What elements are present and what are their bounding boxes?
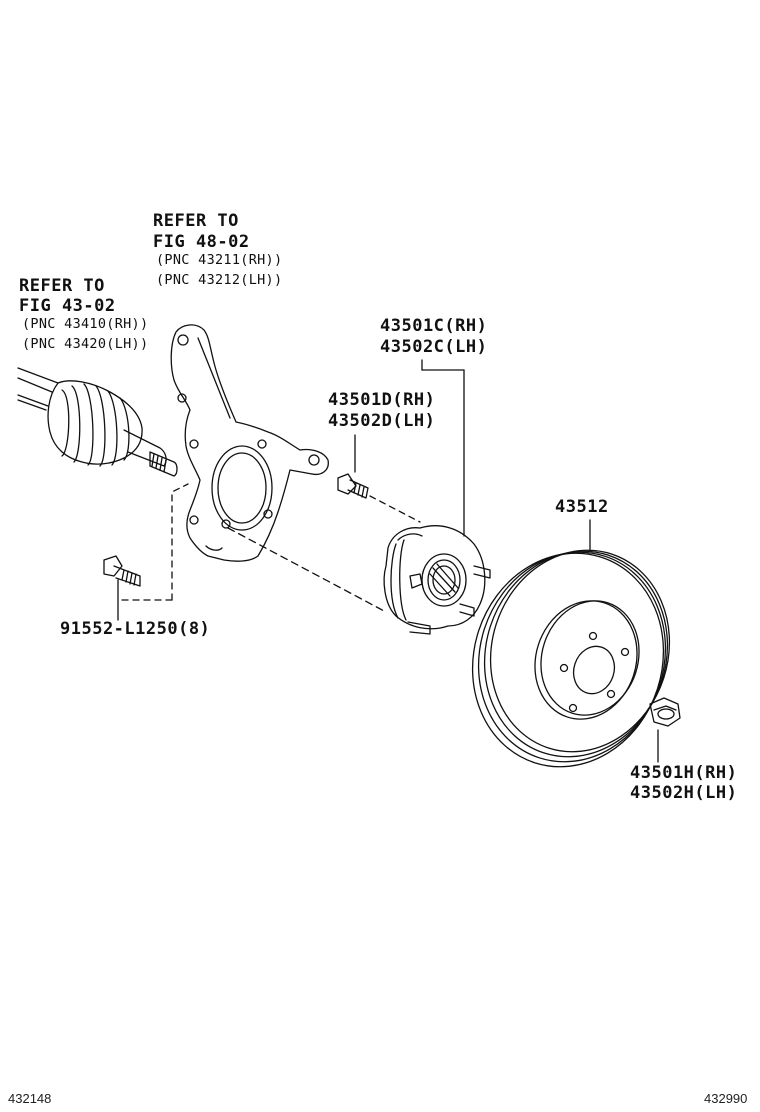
- shaft-ref-line2: FIG 43-02: [19, 296, 116, 316]
- hub-bolt-lh: 43502D(LH): [328, 411, 436, 431]
- drive-shaft: [17, 367, 178, 477]
- steering-knuckle: [170, 324, 329, 562]
- hub-assy-rh: 43501C(RH): [380, 316, 488, 336]
- hub-bolt: [337, 434, 421, 523]
- nut-rh: 43501H(RH): [630, 763, 738, 783]
- brake-disc-rotor: [471, 519, 671, 768]
- hub-bolt-rh: 43501D(RH): [328, 390, 436, 410]
- bolt-part-number: 91552-L1250(8): [60, 619, 211, 639]
- knuckle-ref-line3: (PNC 43211(RH)): [156, 252, 283, 268]
- hub-assy-lh: 43502C(LH): [380, 337, 488, 357]
- hub-nut: [649, 697, 681, 763]
- knuckle-ref-line2: FIG 48-02: [153, 232, 250, 252]
- shaft-ref-line3: (PNC 43410(RH)): [22, 316, 149, 332]
- alignment-line: [227, 527, 387, 613]
- knuckle-bolt: [103, 483, 189, 621]
- shaft-ref-line4: (PNC 43420(LH)): [22, 336, 149, 352]
- footer-right-code: 432990: [704, 1091, 748, 1106]
- knuckle-ref-line1: REFER TO: [153, 211, 239, 231]
- nut-lh: 43502H(LH): [630, 783, 738, 803]
- hub-bearing-assembly: [383, 359, 491, 635]
- shaft-ref-line1: REFER TO: [19, 276, 105, 296]
- knuckle-ref-line4: (PNC 43212(LH)): [156, 272, 283, 288]
- footer-left-code: 432148: [8, 1091, 52, 1106]
- disc-part-number: 43512: [555, 497, 609, 517]
